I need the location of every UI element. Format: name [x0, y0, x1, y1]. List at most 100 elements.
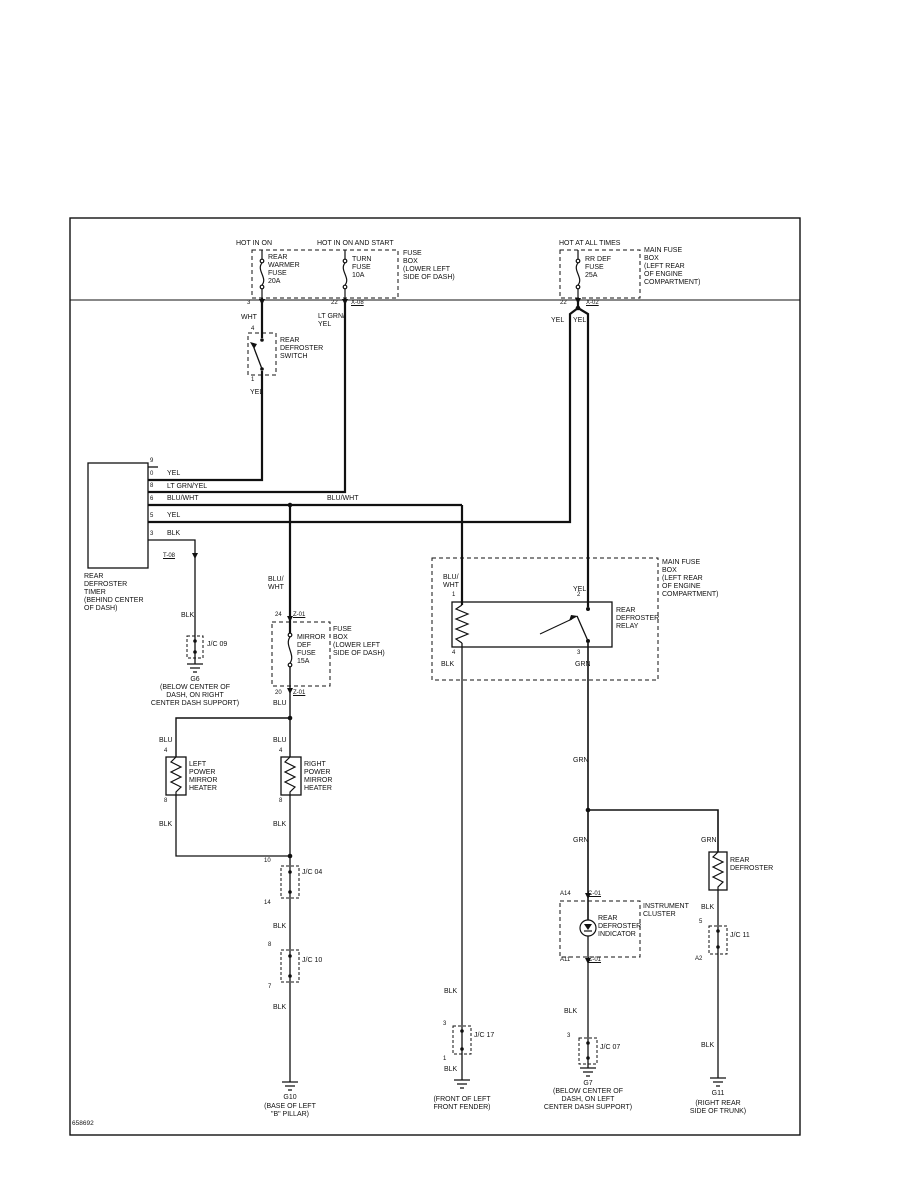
pin-left-heater-top: 4 — [164, 748, 168, 754]
connector-c01: C-01 — [588, 891, 602, 897]
wire-label-blu-wht-line2: WHT — [268, 584, 284, 591]
turn-fuse-label: TURN — [352, 256, 372, 263]
wire-label-blu-wht: BLU/WHT — [327, 495, 359, 502]
main-fuse-box-relay-label: OF ENGINE — [662, 583, 701, 590]
wire-label-blu: BLU — [273, 737, 287, 744]
main-fuse-box-top-label: COMPARTMENT) — [644, 279, 701, 286]
jc11-label: J/C 11 — [730, 932, 750, 939]
ground-location-g7: CENTER DASH SUPPORT) — [543, 1104, 633, 1111]
pin-mirror-fuse-top: 24 — [275, 612, 282, 618]
diagram-border — [69, 217, 801, 1136]
ground-symbol-g7 — [580, 1067, 596, 1077]
pin-switch-bottom: 1 — [251, 377, 255, 383]
connector-c01: C-01 — [588, 957, 602, 963]
left-mirror-heater-box — [165, 756, 187, 796]
mirror-def-fuse-label: DEF — [297, 642, 311, 649]
rear-defroster-indicator-symbol — [579, 919, 597, 937]
mirror-fuse-box-label: FUSE — [333, 626, 352, 633]
wire-label-grn: GRN — [575, 661, 591, 668]
rear-warmer-fuse-symbol — [259, 250, 265, 298]
ground-location-g6: (BELOW CENTER OF — [159, 684, 230, 691]
defroster-switch-label: SWITCH — [280, 353, 308, 360]
wire-label-yel: YEL — [551, 317, 565, 324]
wire-label-blu: BLU — [273, 700, 287, 707]
wire-label-grn: GRN — [701, 837, 717, 844]
wire-label-blk: BLK — [167, 530, 181, 537]
wire-label-blk: BLK — [273, 821, 287, 828]
ground-location-g10: "B" PILLAR) — [270, 1111, 310, 1118]
ground-location-front-fender: (FRONT OF LEFT — [433, 1096, 491, 1103]
jc10-label: J/C 10 — [302, 957, 323, 964]
right-heater-label: RIGHT — [304, 761, 326, 768]
jc04-pin-bottom: 14 — [264, 900, 271, 906]
wire-grn-relay-output — [587, 643, 719, 920]
turn-fuse-label: 10A — [352, 272, 365, 279]
right-heater-label: MIRROR — [304, 777, 333, 784]
main-fuse-box-top — [559, 249, 641, 299]
pin-right-heater-top: 4 — [279, 748, 283, 754]
relay-pin-3: 3 — [577, 650, 581, 656]
splice-dots — [287, 305, 591, 859]
ground-location-g11: (RIGHT REAR — [695, 1100, 741, 1107]
cluster-label: CLUSTER — [643, 911, 676, 918]
connector-x08: X-08 — [351, 300, 364, 306]
wire-lt-grn-yel — [148, 298, 347, 494]
timer-box — [87, 462, 149, 569]
cluster-pin-bottom: A11 — [560, 957, 571, 963]
timer-pin: 3 — [150, 531, 154, 537]
wire-label-lt-grn-yel: LT GRN/YEL — [167, 483, 208, 490]
relay-pin-2: 2 — [577, 592, 581, 598]
timer-label: REAR — [84, 573, 104, 580]
right-heater-label: POWER — [304, 769, 331, 776]
pin-right-heater-bottom: 8 — [279, 798, 283, 804]
cluster-label: INSTRUMENT — [643, 903, 689, 910]
relay-label: DEFROSTER — [616, 615, 660, 622]
wire-label-blk: BLK — [701, 904, 715, 911]
main-fuse-box-relay-label: COMPARTMENT) — [662, 591, 719, 598]
ground-symbol-g6 — [187, 663, 203, 673]
wire-label-blu-wht: BLU/WHT — [167, 495, 199, 502]
ground-symbol-g11 — [710, 1077, 726, 1087]
indicator-label: INDICATOR — [598, 931, 636, 938]
right-heater-element — [283, 756, 297, 795]
wire-wht-yel-switch — [148, 298, 264, 482]
ground-location-g7: DASH, ON LEFT — [561, 1096, 615, 1103]
wire-label-yel: YEL — [573, 317, 587, 324]
ground-location-front-fender: FRONT FENDER) — [433, 1104, 491, 1111]
left-heater-label: POWER — [189, 769, 216, 776]
ground-name-g7: G7 — [583, 1080, 593, 1087]
wire-blk-timer-ground — [148, 539, 196, 664]
jc04-pin-top: 10 — [264, 858, 271, 864]
fuse-box-label: FUSE — [403, 250, 422, 257]
jc09-label: J/C 09 — [207, 641, 228, 648]
wire-label-blu: BLU — [159, 737, 173, 744]
rr-def-fuse-symbol — [575, 250, 581, 298]
main-fuse-box-top-label: MAIN FUSE — [644, 247, 683, 254]
fuse-box-label: SIDE OF DASH) — [403, 274, 455, 281]
pin-left-heater-bottom: 8 — [164, 798, 168, 804]
ground-location-g7: (BELOW CENTER OF — [552, 1088, 623, 1095]
jc17-pin-top: 3 — [443, 1021, 447, 1027]
mirror-fuse-box — [271, 621, 331, 687]
jc11-pin-top: 5 — [699, 919, 703, 925]
pin-rear-warmer-fuse: 3 — [247, 300, 251, 306]
main-fuse-box-top-label: BOX — [644, 255, 659, 262]
jc11-pin-bottom: A2 — [695, 956, 703, 962]
main-fuse-box-relay — [431, 557, 659, 681]
ground-name-g11: G11 — [711, 1090, 725, 1097]
defroster-switch-label: REAR — [280, 337, 300, 344]
mirror-fuse-box-label: BOX — [333, 634, 348, 641]
wire-label-lt-grn: LT GRN/ — [318, 313, 345, 320]
rear-defroster-box — [708, 851, 728, 891]
rear-war mer-fuse-label: WARMER — [268, 262, 300, 269]
wire-label-blk: BLK — [564, 1008, 578, 1015]
connector-z01: Z-01 — [293, 612, 306, 618]
wire-label-grn: GRN — [573, 837, 589, 844]
main-fuse-box-top-label: (LEFT REAR — [644, 263, 685, 270]
wire-label-yel: YEL — [250, 389, 264, 396]
main-fuse-box-top-label: OF ENGINE — [644, 271, 683, 278]
wire-label-blk: BLK — [441, 661, 455, 668]
rr-def-fuse-label: RR DEF — [585, 256, 612, 263]
pin-switch-top: 4 — [251, 326, 255, 332]
